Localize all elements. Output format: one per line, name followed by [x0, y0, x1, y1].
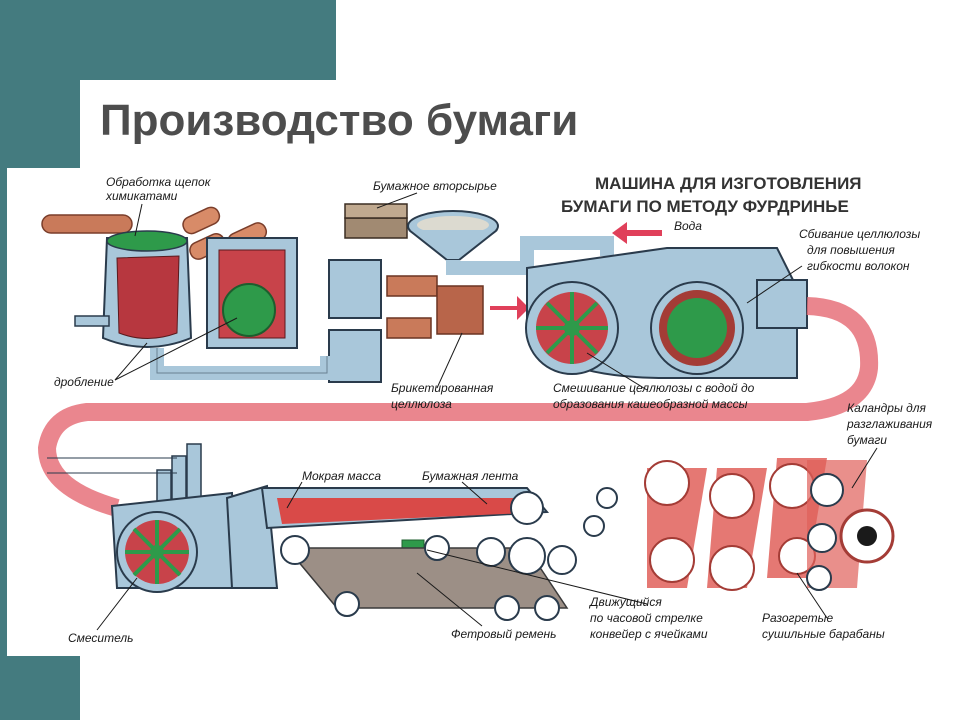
label-mixing-water-2: образования кашеобразной массы	[553, 397, 748, 411]
label-calenders-2: разглаживания	[846, 417, 933, 431]
pulp-arrow	[490, 296, 529, 320]
diagram-heading-line1: МАШИНА ДЛЯ ИЗГОТОВЛЕНИЯ	[595, 174, 862, 193]
label-wet-mass: Мокрая масса	[302, 469, 381, 483]
mixing-drum	[525, 247, 808, 379]
label-calenders-1: Каландры для	[847, 401, 927, 415]
label-fiber-beating-2: для повышения	[807, 243, 895, 257]
water-arrow	[612, 222, 662, 244]
crusher	[206, 237, 298, 349]
label-paper-web: Бумажная лента	[422, 469, 519, 483]
label-conveyor-2: по часовой стрелке	[590, 611, 703, 625]
label-recycled-paper: Бумажное вторсырье	[373, 179, 497, 193]
label-calenders-3: бумаги	[847, 433, 887, 447]
label-felt-belt: Фетровый ремень	[451, 627, 556, 641]
label-conveyor-1: Движущийся	[588, 595, 662, 609]
label-chem-treatment-1: Обработка щепок	[106, 175, 212, 189]
label-briquetted-1: Брикетированная	[391, 381, 494, 395]
label-briquetted-2: целлюлоза	[391, 397, 452, 411]
label-fiber-beating-3: гибкости волокон	[807, 259, 910, 273]
paper-machine-diagram: МАШИНА ДЛЯ ИЗГОТОВЛЕНИЯ БУМАГИ ПО МЕТОДУ…	[7, 168, 960, 656]
calenders	[806, 460, 895, 591]
label-water: Вода	[674, 219, 702, 233]
label-conveyor-3: конвейер с ячейками	[590, 627, 708, 641]
wire-rollers	[280, 487, 618, 621]
label-mixer: Смеситель	[68, 631, 133, 645]
diagram-heading-line2: БУМАГИ ПО МЕТОДУ ФУРДРИНЬЕ	[561, 197, 849, 216]
recycled-paper-bales	[344, 203, 408, 239]
chemical-vat	[74, 230, 193, 348]
label-mixing-water-1: Смешивание целлюлозы с водой до	[553, 381, 755, 395]
label-heated-1: Разогретые	[762, 611, 833, 625]
title-card	[80, 80, 960, 170]
leader-lines	[96, 192, 878, 631]
drying-drums	[644, 458, 827, 591]
label-chem-treatment-2: химикатами	[105, 189, 178, 203]
label-crushing: дробление	[54, 375, 114, 389]
hopper	[407, 210, 614, 275]
label-fiber-beating-1: Сбивание целлюлозы	[799, 227, 920, 241]
slide-title: Производство бумаги	[100, 96, 579, 145]
label-heated-2: сушильные барабаны	[762, 627, 885, 641]
